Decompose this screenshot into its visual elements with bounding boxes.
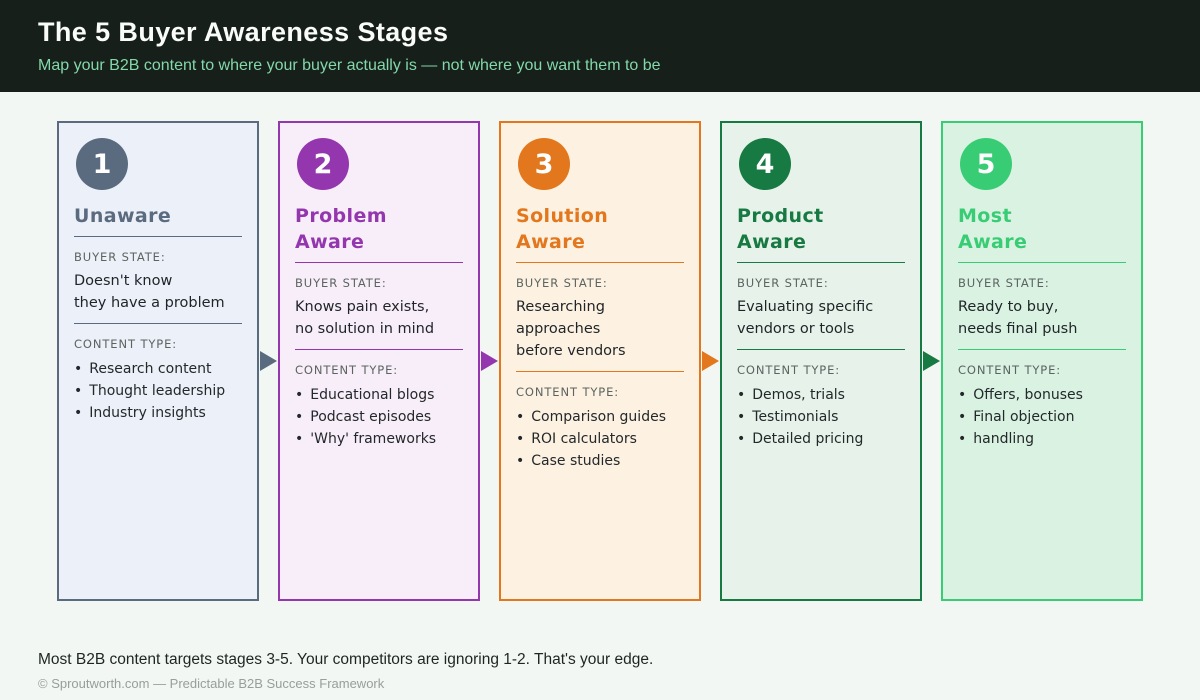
content-type-item: Podcast episodes xyxy=(295,406,463,428)
stage-card-product-aware: 4 Product Aware BUYER STATE: Evaluating … xyxy=(720,121,922,601)
content-type-item: Testimonials xyxy=(737,406,905,428)
page-subtitle: Map your B2B content to where your buyer… xyxy=(38,57,661,74)
buyer-state-text: Researching approaches before vendors xyxy=(516,299,626,359)
page-title: The 5 Buyer Awareness Stages xyxy=(38,17,449,47)
content-type-item: Educational blogs xyxy=(295,384,463,406)
content-type-list: Research content Thought leadership Indu… xyxy=(74,358,242,424)
arrow-right-icon xyxy=(260,351,277,371)
content-type-item: Comparison guides xyxy=(516,406,684,428)
buyer-state-text: Ready to buy, needs final push xyxy=(958,299,1078,337)
divider xyxy=(516,262,684,263)
buyer-state-label: BUYER STATE: xyxy=(958,276,1050,290)
divider xyxy=(516,371,684,372)
footer-highlight: Most B2B content targets stages 3-5. You… xyxy=(38,651,654,668)
buyer-state-label: BUYER STATE: xyxy=(516,276,608,290)
content-type-item: Final objection xyxy=(958,406,1126,428)
content-type-item: Detailed pricing xyxy=(737,428,905,450)
content-type-item: Case studies xyxy=(516,450,684,472)
buyer-state-text: Evaluating specific vendors or tools xyxy=(737,299,874,337)
content-type-item: handling xyxy=(958,428,1126,450)
content-type-list: Demos, trials Testimonials Detailed pric… xyxy=(737,384,905,450)
content-type-label: CONTENT TYPE: xyxy=(295,363,399,377)
stage-number-badge: 2 xyxy=(297,138,349,190)
content-type-list: Educational blogs Podcast episodes 'Why'… xyxy=(295,384,463,450)
footer: Most B2B content targets stages 3-5. You… xyxy=(38,651,1162,691)
stage-number-badge: 3 xyxy=(518,138,570,190)
buyer-state-text: Knows pain exists, no solution in mind xyxy=(295,299,435,337)
divider xyxy=(737,349,905,350)
content-type-item: 'Why' frameworks xyxy=(295,428,463,450)
divider xyxy=(958,349,1126,350)
content-type-list: Comparison guides ROI calculators Case s… xyxy=(516,406,684,472)
content-type-item: Industry insights xyxy=(74,402,242,424)
arrow-right-icon xyxy=(702,351,719,371)
divider xyxy=(958,262,1126,263)
stage-title: Solution Aware xyxy=(516,205,609,253)
content-type-item: Demos, trials xyxy=(737,384,905,406)
stage-number-badge: 1 xyxy=(76,138,128,190)
content-type-item: Offers, bonuses xyxy=(958,384,1126,406)
content-type-list: Offers, bonuses Final objection handling xyxy=(958,384,1126,450)
stage-card-unaware: 1 Unaware BUYER STATE: Doesn't know they… xyxy=(57,121,259,601)
stage-title: Problem Aware xyxy=(295,205,387,253)
content-type-item: ROI calculators xyxy=(516,428,684,450)
divider xyxy=(737,262,905,263)
stage-title: Product Aware xyxy=(737,205,824,253)
divider xyxy=(74,323,242,324)
divider xyxy=(295,262,463,263)
stage-number-badge: 5 xyxy=(960,138,1012,190)
buyer-state-label: BUYER STATE: xyxy=(295,276,387,290)
divider xyxy=(74,236,242,237)
stage-card-most-aware: 5 Most Aware BUYER STATE: Ready to buy, … xyxy=(941,121,1143,601)
arrow-right-icon xyxy=(481,351,498,371)
content-type-item: Thought leadership xyxy=(74,380,242,402)
content-type-label: CONTENT TYPE: xyxy=(737,363,841,377)
content-type-label: CONTENT TYPE: xyxy=(516,385,620,399)
content-type-label: CONTENT TYPE: xyxy=(74,337,178,351)
stages-row: 1 Unaware BUYER STATE: Doesn't know they… xyxy=(0,92,1200,601)
content-type-item: Research content xyxy=(74,358,242,380)
content-type-label: CONTENT TYPE: xyxy=(958,363,1062,377)
header: The 5 Buyer Awareness Stages Map your B2… xyxy=(0,0,1200,92)
divider xyxy=(295,349,463,350)
stage-title: Unaware xyxy=(74,205,172,227)
stage-card-solution-aware: 3 Solution Aware BUYER STATE: Researchin… xyxy=(499,121,701,601)
buyer-state-label: BUYER STATE: xyxy=(737,276,829,290)
stage-number-badge: 4 xyxy=(739,138,791,190)
footer-copyright: © Sproutworth.com — Predictable B2B Succ… xyxy=(38,676,385,691)
stage-title: Most Aware xyxy=(958,205,1028,253)
stage-card-problem-aware: 2 Problem Aware BUYER STATE: Knows pain … xyxy=(278,121,480,601)
buyer-state-label: BUYER STATE: xyxy=(74,250,166,264)
arrow-right-icon xyxy=(923,351,940,371)
buyer-state-text: Doesn't know they have a problem xyxy=(74,273,225,311)
